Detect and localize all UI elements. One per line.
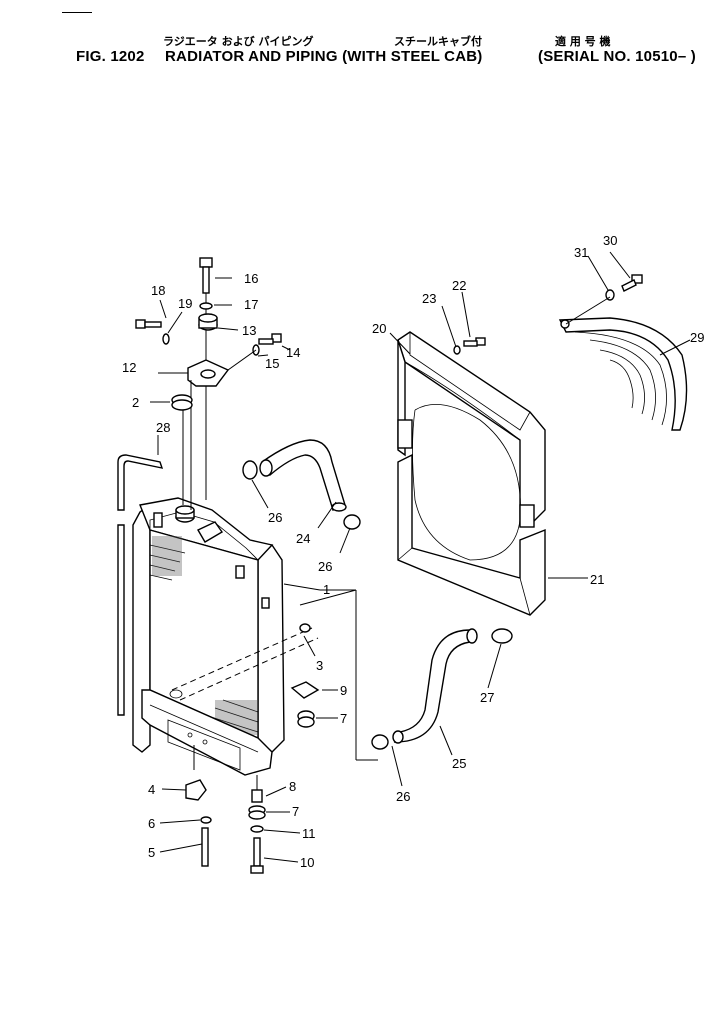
- callout-16: 16: [244, 271, 258, 286]
- callout-1: 1: [323, 582, 330, 597]
- callout-4: 4: [148, 782, 155, 797]
- callout-25: 25: [452, 756, 466, 771]
- upper-hose: [259, 439, 347, 512]
- japanese-title: ラジエータ および パイピング: [163, 35, 314, 48]
- small-parts: [135, 257, 643, 874]
- lower-hose: [392, 628, 478, 744]
- callout-13: 13: [242, 323, 256, 338]
- callout-15: 15: [265, 356, 279, 371]
- fan-shroud: [397, 331, 546, 616]
- figure-number: FIG. 1202: [76, 48, 145, 65]
- callout-7-lower: 7: [292, 804, 299, 819]
- callout-labels: 1 2 3 4 5 6 7 7 8 9 10 11 12 13 14 15 16…: [122, 233, 704, 870]
- callout-18: 18: [151, 283, 165, 298]
- callout-20: 20: [372, 321, 386, 336]
- callout-19: 19: [178, 296, 192, 311]
- callout-22: 22: [452, 278, 466, 293]
- callout-5: 5: [148, 845, 155, 860]
- callout-17: 17: [244, 297, 258, 312]
- callout-26-middle: 26: [318, 559, 332, 574]
- leader-lines: [150, 251, 691, 863]
- header-rule: [62, 12, 92, 13]
- fan-guard: [558, 317, 688, 431]
- callout-30: 30: [603, 233, 617, 248]
- callout-28: 28: [156, 420, 170, 435]
- callout-10: 10: [300, 855, 314, 870]
- overflow-tube: [117, 454, 164, 716]
- callout-29: 29: [690, 330, 704, 345]
- callout-7-upper: 7: [340, 711, 347, 726]
- callout-12: 12: [122, 360, 136, 375]
- callout-31: 31: [574, 245, 588, 260]
- serial-range: (SERIAL NO. 10510– ): [538, 48, 696, 65]
- callout-2: 2: [132, 395, 139, 410]
- callout-11: 11: [302, 826, 316, 841]
- callout-26-lower: 26: [396, 789, 410, 804]
- callout-8: 8: [289, 779, 296, 794]
- radiator-assembly: [132, 497, 319, 776]
- callout-27: 27: [480, 690, 494, 705]
- japanese-serial-label: 適 用 号 機: [555, 35, 611, 48]
- callout-24: 24: [296, 531, 310, 546]
- callout-9: 9: [340, 683, 347, 698]
- callout-26-upper: 26: [268, 510, 282, 525]
- callout-23: 23: [422, 291, 436, 306]
- japanese-cab-note: スチールキャブ付: [394, 35, 482, 48]
- callout-14: 14: [286, 345, 300, 360]
- callout-6: 6: [148, 816, 155, 831]
- figure-title: RADIATOR AND PIPING (WITH STEEL CAB): [165, 48, 483, 65]
- callout-21: 21: [590, 572, 604, 587]
- callout-3: 3: [316, 658, 323, 673]
